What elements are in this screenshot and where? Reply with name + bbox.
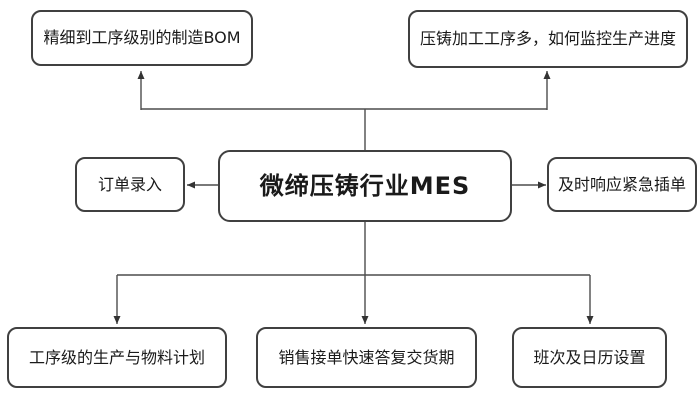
node-production-material-plan: 工序级的生产与物料计划: [7, 327, 227, 388]
node-label: 及时响应紧急插单: [557, 174, 686, 194]
node-delivery-date-reply: 销售接单快速答复交货期: [256, 327, 477, 388]
node-urgent-order-response: 及时响应紧急插单: [547, 157, 697, 212]
node-manufacturing-bom: 精细到工序级别的制造BOM: [31, 10, 253, 66]
node-center-mes: 微缔压铸行业MES: [218, 150, 512, 222]
node-label: 压铸加工工序多，如何监控生产进度: [419, 29, 676, 49]
node-label: 精细到工序级别的制造BOM: [43, 28, 241, 48]
node-label: 工序级的生产与物料计划: [28, 347, 205, 367]
node-label: 班次及日历设置: [533, 347, 646, 367]
node-label: 销售接单快速答复交货期: [278, 347, 455, 367]
node-production-progress-monitoring: 压铸加工工序多，如何监控生产进度: [408, 10, 688, 68]
node-label: 订单录入: [97, 174, 162, 194]
node-label: 微缔压铸行业MES: [259, 171, 471, 200]
node-order-entry: 订单录入: [75, 157, 185, 212]
node-shift-calendar-settings: 班次及日历设置: [512, 327, 667, 388]
